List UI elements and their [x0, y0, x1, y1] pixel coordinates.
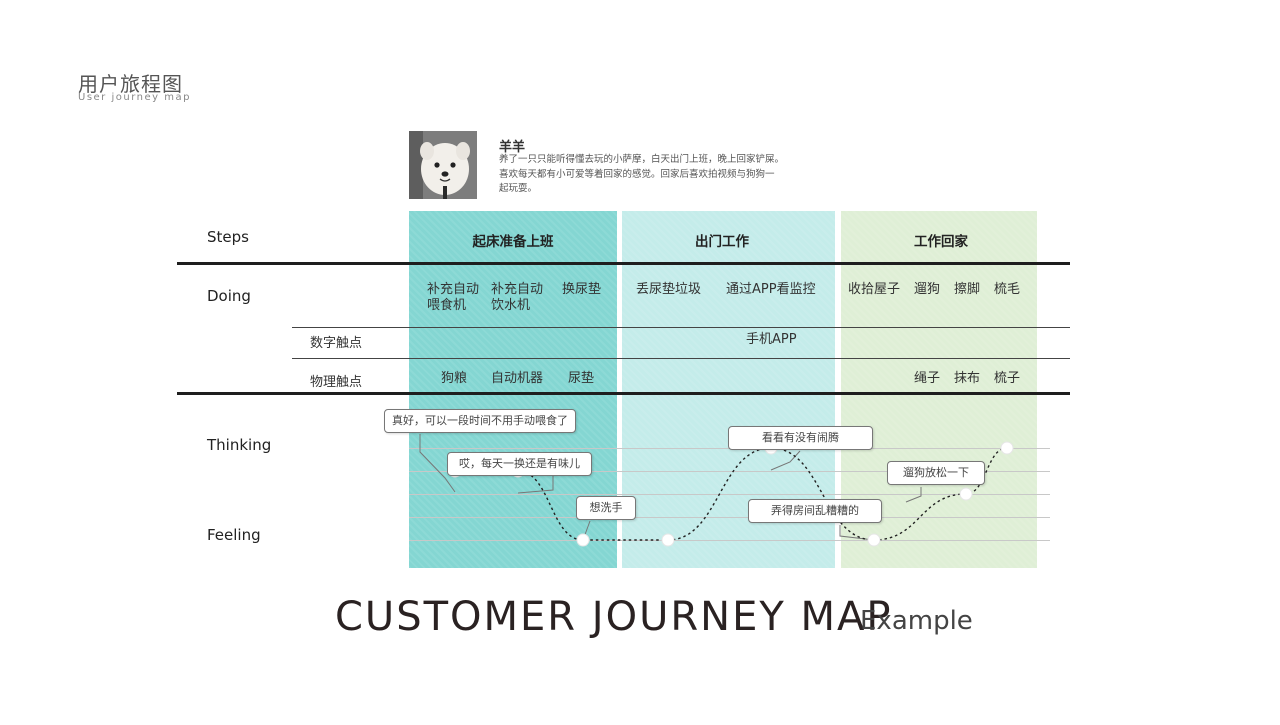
persona-description-line: 养了一只只能听得懂去玩的小萨摩，白天出门上班，晚上回家铲屎。: [499, 154, 785, 165]
physical-touchpoint: 绳子: [914, 371, 941, 386]
feeling-guide-line: [409, 517, 1050, 518]
doing-item: 擦脚: [954, 282, 981, 297]
doing-item: 补充自动 饮水机: [491, 282, 544, 313]
thought-bubble: 看看有没有闹腾: [728, 426, 873, 450]
persona-description-line: 起玩耍。: [499, 183, 538, 194]
emotion-point: [661, 533, 675, 547]
divider-physical: [177, 392, 1070, 395]
doing-item: 收拾屋子: [848, 282, 901, 297]
doing-item: 遛狗: [914, 282, 941, 297]
thought-bubble: 哎，每天一换还是有味儿: [447, 452, 592, 476]
physical-touchpoint: 抹布: [954, 371, 981, 386]
doing-item: 补充自动 喂食机: [427, 282, 480, 313]
digital-touchpoint: 手机APP: [746, 332, 797, 347]
divider-digital: [292, 358, 1070, 359]
emotion-point: [867, 533, 881, 547]
page-title: 用户旅程图: [78, 72, 183, 96]
doing-item: 丢尿垫垃圾: [636, 282, 702, 297]
doing-item: 通过APP看监控: [726, 282, 816, 297]
step-2-label: 出门工作: [695, 234, 749, 250]
divider-doing: [292, 327, 1070, 328]
persona-description: 养了一只只能听得懂去玩的小萨摩，白天出门上班，晚上回家铲屎。 喜欢每天都有小可爱…: [499, 153, 799, 197]
thought-bubble: 弄得房间乱糟糟的: [748, 499, 882, 523]
emotion-curve: [455, 447, 1008, 541]
footer-subtitle: Example: [860, 606, 973, 636]
physical-touchpoint: 狗粮: [441, 371, 468, 386]
persona-avatar: [409, 131, 477, 199]
physical-touchpoint: 梳子: [994, 371, 1021, 386]
emotion-point: [576, 533, 590, 547]
feeling-guide-line: [409, 540, 1050, 541]
doing-item: 换尿垫: [562, 282, 602, 297]
doing-item: 梳毛: [994, 282, 1021, 297]
row-label-thinking: Thinking: [207, 436, 272, 454]
emotion-point: [1000, 441, 1014, 455]
physical-touchpoint: 自动机器: [491, 371, 544, 386]
bubble-connectors: [419, 434, 922, 541]
row-label-digital: 数字触点: [310, 336, 363, 351]
thought-bubble: 想洗手: [576, 496, 636, 520]
persona-name: 羊羊: [499, 140, 526, 155]
stage-column-2: [622, 211, 835, 568]
emotion-point: [959, 487, 973, 501]
row-label-doing: Doing: [207, 287, 251, 305]
physical-touchpoint: 尿垫: [568, 371, 595, 386]
persona-description-line: 喜欢每天都有小可爱等着回家的感觉。回家后喜欢拍视频与狗狗一: [499, 168, 775, 180]
thought-bubble: 真好，可以一段时间不用手动喂食了: [384, 409, 576, 433]
row-label-feeling: Feeling: [207, 526, 261, 544]
divider-steps: [177, 262, 1070, 265]
row-label-physical: 物理触点: [310, 375, 363, 390]
step-3-label: 工作回家: [914, 234, 968, 250]
row-label-steps: Steps: [207, 228, 249, 246]
feeling-guide-line: [409, 494, 1050, 495]
thought-bubble: 遛狗放松一下: [887, 461, 985, 485]
page-subtitle: User journey map: [78, 92, 191, 103]
feeling-guide-line: [409, 471, 1050, 472]
step-1-label: 起床准备上班: [472, 234, 554, 250]
footer-title: CUSTOMER JOURNEY MAP: [335, 594, 893, 640]
